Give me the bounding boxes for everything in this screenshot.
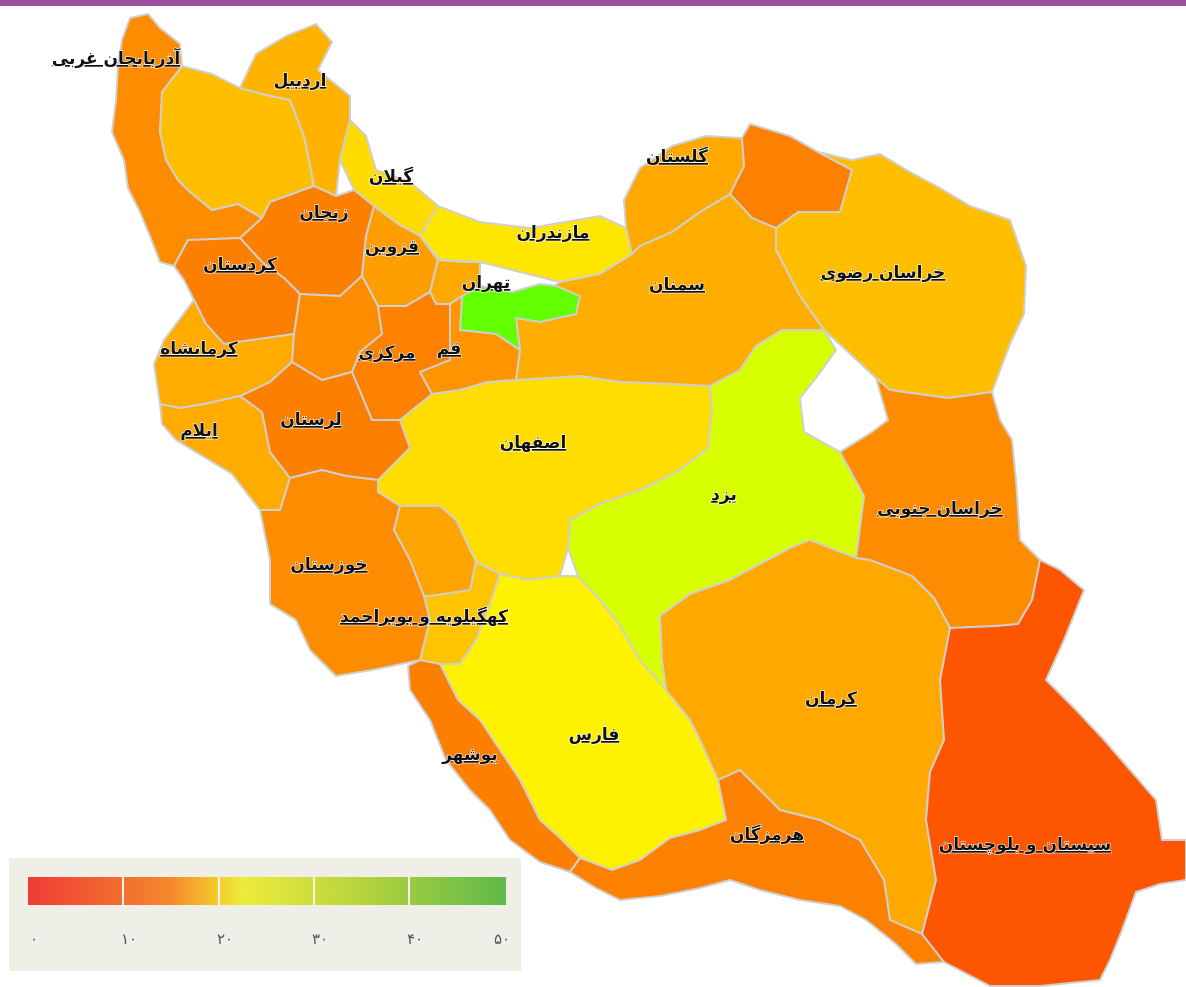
legend-tick-label: ۳۰ [311,930,329,948]
legend-tick-label: ۴۰ [406,930,424,948]
legend-tick-label: ۱۰ [120,930,138,948]
label-ardabil[interactable]: اردبیل [273,70,327,91]
label-lorestan[interactable]: لرستان [280,409,343,430]
label-fars[interactable]: فارس [568,724,620,745]
legend-divider [122,877,124,905]
iran-province-map: آذربایجان غربی اردبیل گیلان زنجان مازندر… [51,13,1186,987]
label-semnan[interactable]: سمنان [648,274,705,295]
label-bushehr[interactable]: بوشهر [441,744,499,765]
label-qazvin[interactable]: قزوین [364,236,419,257]
legend-gradient-bar [28,877,506,905]
top-accent-bar [0,0,1186,6]
label-sistan[interactable]: سیستان و بلوچستان [938,834,1112,855]
label-kurdistan[interactable]: کردستان [203,254,278,275]
label-markazi[interactable]: مرکزی [358,342,416,363]
province-labels-layer: آذربایجان غربی اردبیل گیلان زنجان مازندر… [51,46,1112,855]
label-yazd[interactable]: یزد [711,484,738,505]
legend-divider [313,877,315,905]
provinces-layer [111,13,1186,987]
label-mazandaran[interactable]: مازندران [516,222,590,243]
legend-tick-label: ۲۰ [216,930,234,948]
color-scale-legend: ۰ ۱۰ ۲۰ ۳۰ ۴۰ ۵۰ [9,858,521,971]
province-sistan[interactable] [921,559,1186,987]
label-kohgiluyeh[interactable]: کهگیلویه و بویراحمد [339,605,508,627]
legend-tick-label: ۵۰ [493,930,511,948]
label-ilam[interactable]: ایلام [180,420,219,441]
legend-tick-label: ۰ [29,930,39,948]
label-hormozgan[interactable]: هرمزگان [729,823,804,845]
label-gilan[interactable]: گیلان [368,165,414,187]
legend-divider [408,877,410,905]
label-qom[interactable]: قم [436,338,462,359]
legend-divider [218,877,220,905]
label-south-khorasan[interactable]: خراسان جنوبی [877,498,1004,519]
label-golestan[interactable]: گلستان [645,145,708,167]
label-west-azerbaijan[interactable]: آذربایجان غربی [51,46,182,69]
label-tehran[interactable]: تهران [461,272,511,293]
label-kermanshah[interactable]: کرمانشاه [160,338,239,359]
label-zanjan[interactable]: زنجان [299,202,350,223]
label-kerman[interactable]: کرمان [804,688,857,709]
label-razavi-khorasan[interactable]: خراسان رضوی [820,262,946,283]
label-isfahan[interactable]: اصفهان [499,432,567,453]
label-khuzestan[interactable]: خوزستان [290,554,368,575]
